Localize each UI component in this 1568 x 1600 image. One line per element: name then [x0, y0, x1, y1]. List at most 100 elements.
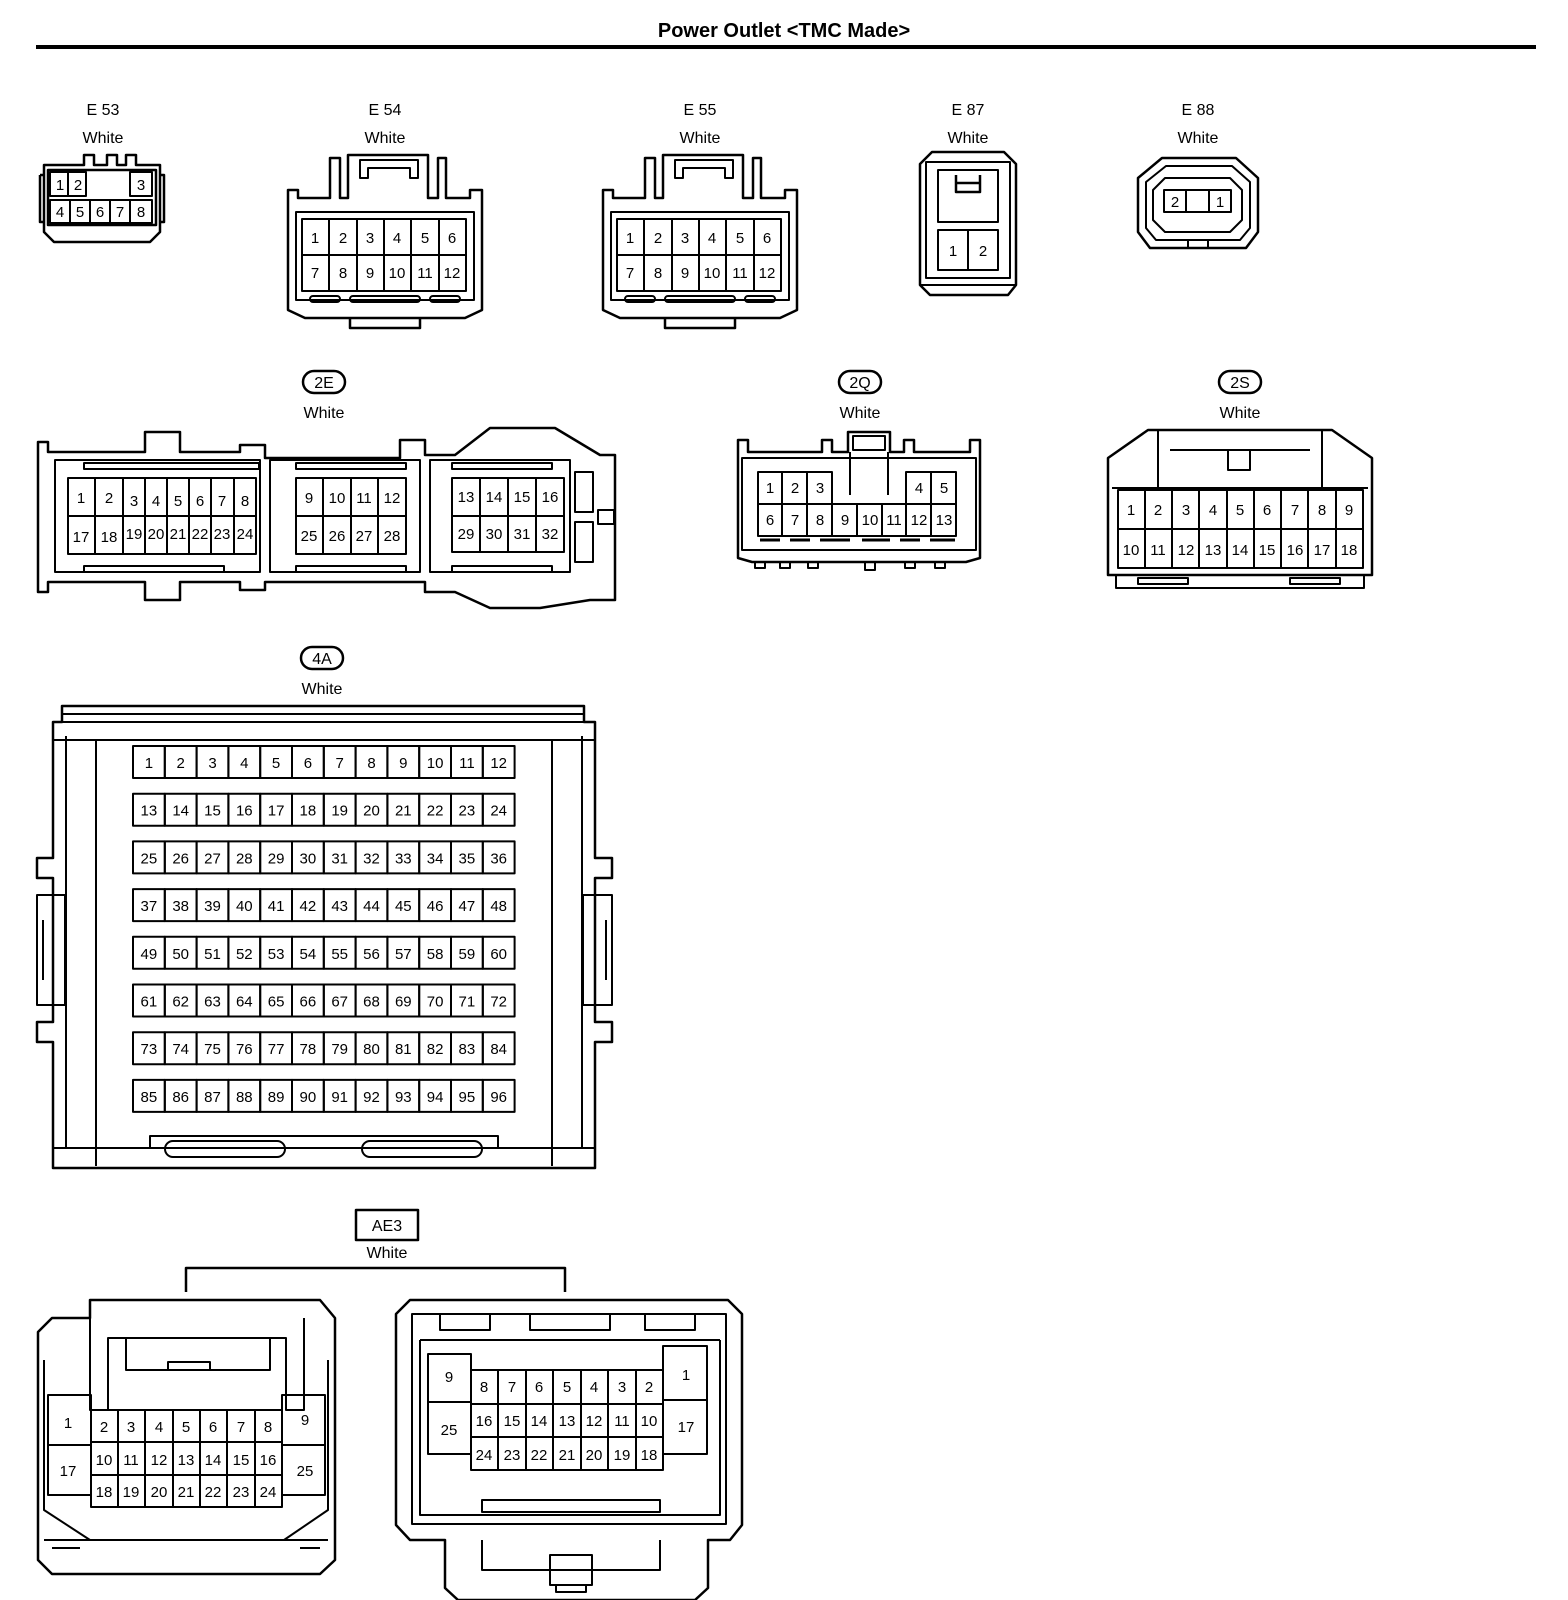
- 4a-pin: 92: [363, 1089, 380, 1106]
- 2q-pin: 4: [915, 480, 923, 497]
- 2e-pin: 4: [152, 493, 160, 510]
- 4a-pin: 39: [204, 898, 221, 915]
- 2e-pin: 15: [514, 489, 531, 506]
- ae3-pin: 18: [96, 1484, 113, 1501]
- e55-pin: 6: [763, 230, 771, 247]
- 4a-pin: 30: [300, 850, 317, 867]
- 2e-pin: 17: [73, 529, 90, 546]
- 2s-pin: 11: [1150, 542, 1166, 559]
- 4a-pin: 10: [427, 755, 444, 772]
- 2e-pin: 27: [356, 528, 373, 545]
- 4a-pin: 44: [363, 898, 380, 915]
- 4a-pin: 11: [459, 755, 475, 772]
- 2e-pin: 8: [241, 493, 249, 510]
- ae3-pin: 17: [60, 1463, 77, 1480]
- e53-code-label: E 53: [87, 102, 120, 119]
- 4a-pin: 6: [304, 755, 312, 772]
- ae3-pin: 25: [441, 1422, 458, 1439]
- ae3-pin: 12: [151, 1452, 168, 1469]
- 4a-pin: 84: [490, 1041, 507, 1058]
- 2e-pin: 14: [486, 489, 503, 506]
- ae3-pin: 11: [614, 1413, 630, 1430]
- 4a-pin: 71: [459, 994, 476, 1011]
- e55-code-label: E 55: [684, 102, 717, 119]
- 4a-pin: 31: [331, 850, 348, 867]
- ae3-pin: 3: [618, 1379, 626, 1396]
- 4a-pin: 3: [208, 755, 216, 772]
- connector-e54: E 54 White 1 2 3 4 5 6 7 8 9 10 11: [286, 102, 484, 330]
- ae3-pin: 24: [476, 1447, 493, 1464]
- 4a-pin: 38: [172, 898, 189, 915]
- e54-pin: 4: [393, 230, 401, 247]
- 2q-pin: 12: [911, 512, 928, 529]
- 4a-pin: 23: [459, 803, 476, 820]
- 4a-pin-cell: [481, 888, 516, 923]
- 4a-pin: 94: [427, 1089, 444, 1106]
- ae3-pin: 1: [682, 1367, 690, 1384]
- 4a-pin: 15: [204, 803, 221, 820]
- 2e-code-label: 2E: [314, 375, 334, 392]
- e53-pin: 5: [76, 204, 84, 221]
- e54-pin: 8: [339, 265, 347, 282]
- 4a-pin: 22: [427, 803, 444, 820]
- 4a-pin: 50: [172, 946, 189, 963]
- 4a-pin: 36: [490, 850, 507, 867]
- ae3-pin: 24: [260, 1484, 277, 1501]
- 4a-pin: 60: [490, 946, 507, 963]
- 4a-pin: 29: [268, 850, 285, 867]
- e87-pin: 2: [979, 243, 987, 260]
- 2e-color-label: White: [304, 405, 345, 422]
- 2e-pin: 2: [105, 490, 113, 507]
- 2s-pin: 8: [1318, 502, 1326, 519]
- 4a-pin: 19: [331, 803, 348, 820]
- ae3-pin: 14: [531, 1413, 548, 1430]
- title-rule: [36, 45, 1536, 49]
- 4a-pin: 25: [141, 850, 158, 867]
- e88-pin: 2: [1171, 194, 1179, 211]
- 2q-pin: 13: [936, 512, 953, 529]
- 4a-pin: 70: [427, 994, 444, 1011]
- 4a-pin: 27: [204, 850, 221, 867]
- 2e-pin: 30: [486, 526, 503, 543]
- e54-pin: 1: [311, 230, 319, 247]
- ae3-pin: 8: [264, 1419, 272, 1436]
- ae3-pin: 15: [233, 1452, 250, 1469]
- 4a-pin: 82: [427, 1041, 444, 1058]
- 4a-pin: 59: [459, 946, 476, 963]
- 2q-pin: 6: [766, 512, 774, 529]
- ae3-pin: 20: [151, 1484, 168, 1501]
- 4a-pin: 40: [236, 898, 253, 915]
- 4a-pin: 72: [490, 994, 507, 1011]
- 2s-pin: 17: [1314, 542, 1331, 559]
- 2e-pin: 9: [305, 490, 313, 507]
- 2s-pin: 3: [1182, 502, 1190, 519]
- 2s-pin: 18: [1341, 542, 1358, 559]
- 2q-pin: 11: [886, 512, 902, 529]
- 4a-pin: 53: [268, 946, 285, 963]
- e55-pin: 9: [681, 265, 689, 282]
- 4a-pin: 57: [395, 946, 412, 963]
- ae3-pin: 7: [237, 1419, 245, 1436]
- e55-pin: 3: [681, 230, 689, 247]
- connector-e55: E 55 White 1 2 3 4 5 6: [601, 102, 799, 330]
- 4a-pin: 54: [300, 946, 317, 963]
- 2e-pin: 32: [542, 526, 559, 543]
- 4a-pin: 12: [490, 755, 507, 772]
- 2e-pin: 1: [77, 490, 85, 507]
- 2s-code-label: 2S: [1230, 375, 1250, 392]
- 4a-pin: 85: [141, 1089, 158, 1106]
- 4a-pin: 35: [459, 850, 476, 867]
- 2e-pin: 5: [174, 493, 182, 510]
- e55-pin: 10: [704, 265, 721, 282]
- 2e-pin: 6: [196, 493, 204, 510]
- e55-pin: 7: [626, 265, 634, 282]
- 4a-pin: 41: [268, 898, 285, 915]
- connector-2s: 2S White 1 2 3 4 5 6 7 8 9 10 11: [1106, 369, 1374, 589]
- 4a-pin: 48: [490, 898, 507, 915]
- e54-pin: 9: [366, 265, 374, 282]
- 4a-pin-cell: [481, 792, 516, 827]
- 2e-pin: 20: [148, 526, 165, 543]
- 2q-pin: 2: [791, 480, 799, 497]
- e54-pin: 3: [366, 230, 374, 247]
- e53-pin: 8: [137, 204, 145, 221]
